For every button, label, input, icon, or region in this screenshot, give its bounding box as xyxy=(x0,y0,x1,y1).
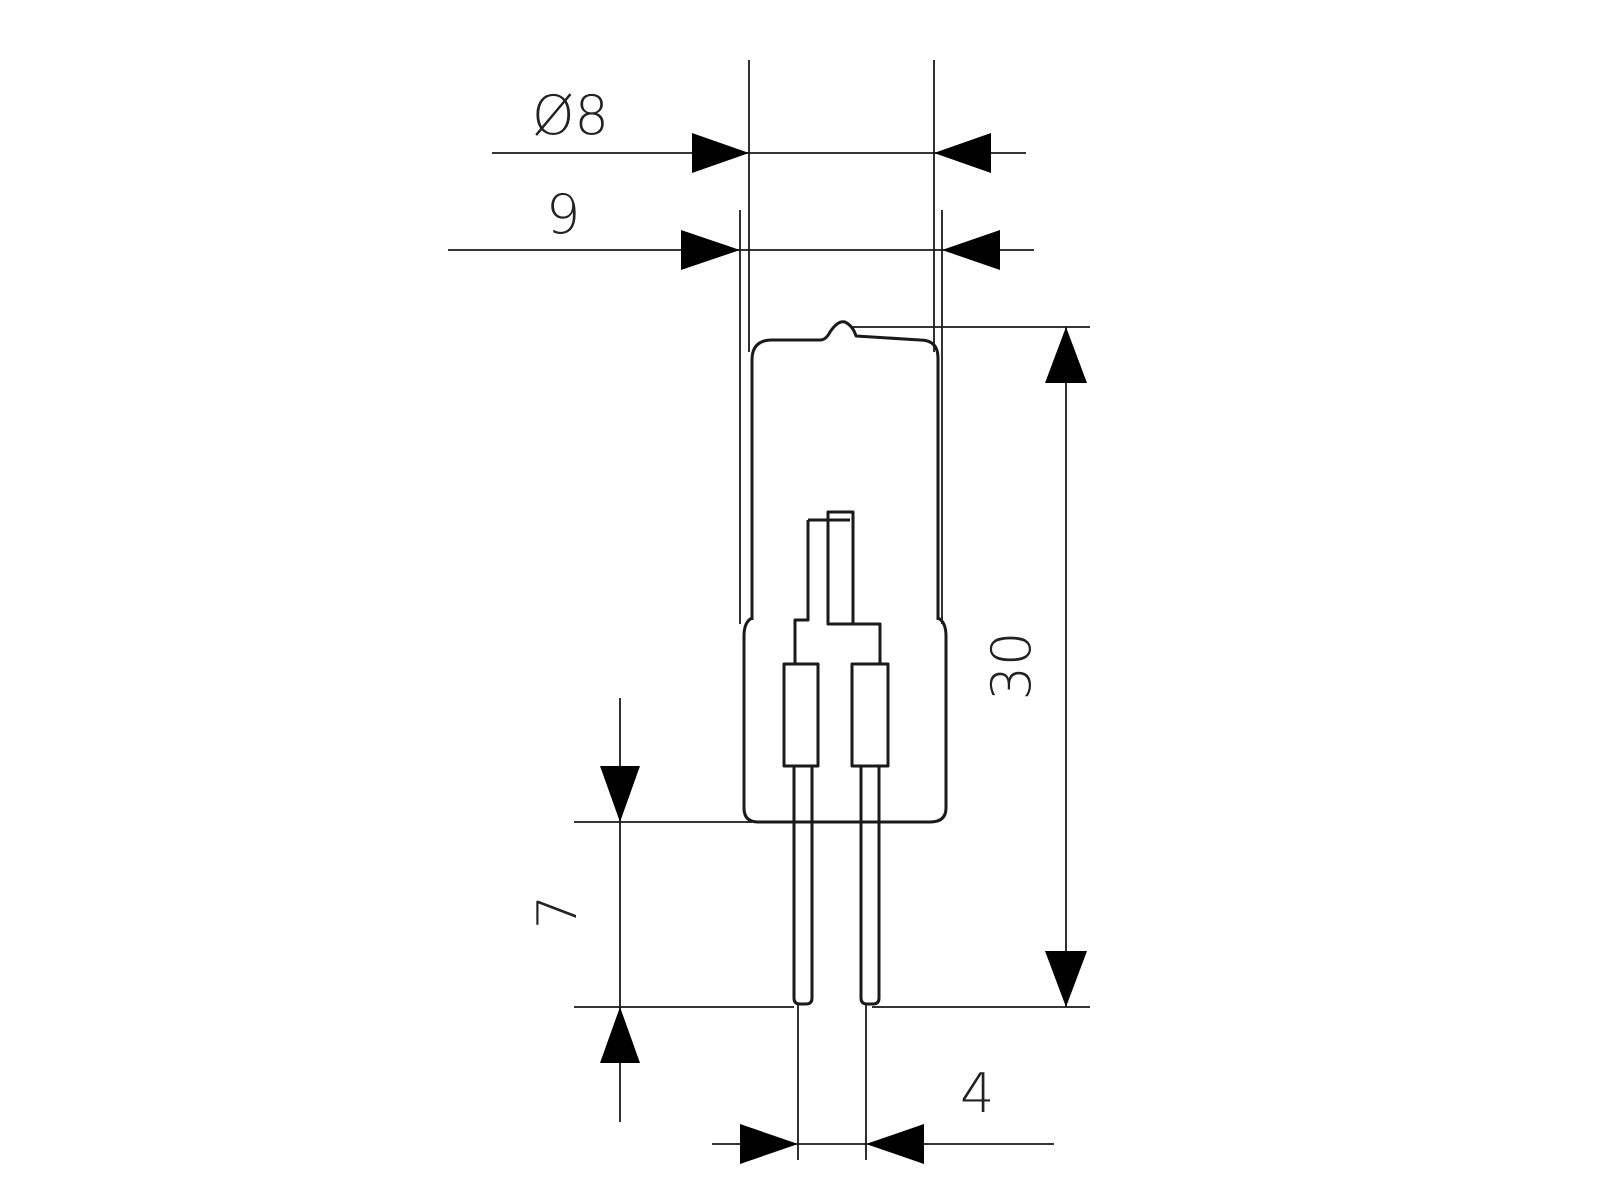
pin-length-arrow-bottom xyxy=(600,1007,640,1063)
width-arrow-left xyxy=(681,230,740,270)
pin-length-arrow-top xyxy=(600,766,640,822)
length-label: 30 xyxy=(980,632,1043,701)
diameter-arrow-right xyxy=(934,133,991,173)
lamp-body xyxy=(742,320,948,1006)
filament-support-wire xyxy=(793,520,810,664)
pin-right xyxy=(859,766,881,1006)
diameter-arrow-left xyxy=(692,133,749,173)
pin-left xyxy=(792,766,814,1006)
pin-spacing-arrow-left xyxy=(740,1124,798,1164)
glass-capsule-outline xyxy=(750,320,940,620)
length-arrow-bottom xyxy=(1045,951,1087,1007)
pin-spacing-arrow-right xyxy=(866,1124,924,1164)
pin-spacing-label: 4 xyxy=(960,1062,994,1125)
diameter-label: Ø8 xyxy=(532,84,609,147)
width-arrow-right xyxy=(942,230,1000,270)
dimension-overall-length: 30 xyxy=(850,326,1090,1008)
dimension-diameter: Ø8 xyxy=(492,60,1026,352)
lamp-base-outline xyxy=(742,616,948,824)
length-arrow-top xyxy=(1045,327,1087,383)
seal-foil-right xyxy=(850,662,890,768)
seal-foil-left xyxy=(782,662,820,768)
filament-coil xyxy=(826,510,855,626)
pin-length-label: 7 xyxy=(526,895,589,929)
dimension-pin-spacing: 4 xyxy=(712,1004,1054,1164)
width-label: 9 xyxy=(546,183,580,246)
filament-support-right xyxy=(838,622,882,664)
dimension-pin-length: 7 xyxy=(526,698,794,1122)
dimension-width: 9 xyxy=(448,183,1034,624)
